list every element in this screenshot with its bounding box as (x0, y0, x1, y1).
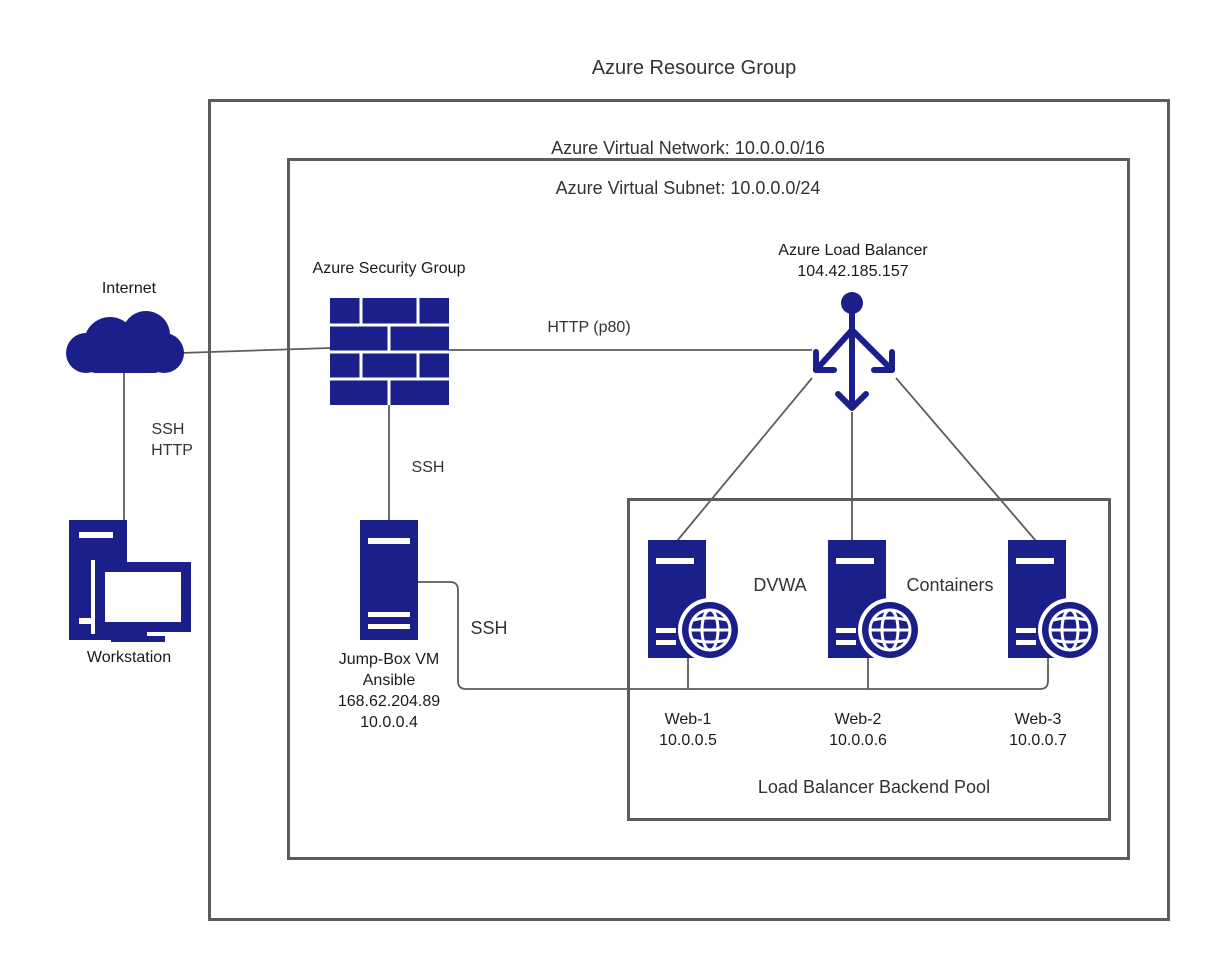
server-icon (360, 520, 418, 640)
edge-internet-firewall (179, 347, 331, 354)
web2-ip: 10.0.0.6 (829, 732, 887, 749)
web-server-icon (828, 540, 922, 662)
jumpbox-role: Ansible (362, 672, 416, 689)
edge-lb-web1 (676, 377, 813, 542)
edge-label-ssh-jumpbox: SSH (470, 618, 508, 638)
load-balancer-ip: 104.42.185.157 (797, 263, 909, 280)
web2-label: Web-2 (834, 711, 882, 728)
edge-label-ssh-firewall: SSH (411, 459, 445, 476)
edge-jumpbox-web-bus (418, 581, 1049, 690)
vnet-box (287, 158, 1130, 860)
web3-ip: 10.0.0.7 (1009, 732, 1067, 749)
jumpbox-public-ip: 168.62.204.89 (337, 693, 441, 710)
workstation-icon (69, 520, 191, 642)
edge-label-http-internet: HTTP (151, 442, 193, 459)
resource-group-box (208, 99, 1170, 921)
load-balancer-label: Azure Load Balancer (778, 242, 928, 259)
workstation-label: Workstation (86, 649, 172, 666)
web1-ip: 10.0.0.5 (659, 732, 717, 749)
edge-label-ssh-internet: SSH (151, 421, 185, 438)
edge-label-http-p80: HTTP (p80) (547, 319, 631, 336)
web-server-icon (1008, 540, 1102, 662)
dvwa-annotation: DVWA (753, 575, 807, 595)
jumpbox-private-ip: 10.0.0.4 (360, 714, 418, 731)
edge-lb-web3 (895, 377, 1037, 542)
web-server-icon (648, 540, 742, 662)
resource-group-title: Azure Resource Group (591, 57, 797, 79)
jumpbox-name: Jump-Box VM (338, 651, 440, 668)
vnet-title: Azure Virtual Network: 10.0.0.0/16 (551, 138, 825, 158)
load-balancer-icon (813, 292, 895, 411)
containers-annotation: Containers (906, 575, 994, 595)
web3-label: Web-3 (1014, 711, 1062, 728)
web1-label: Web-1 (664, 711, 712, 728)
firewall-icon (330, 298, 449, 405)
backend-pool-title: Load Balancer Backend Pool (757, 777, 991, 797)
cloud-icon (66, 311, 184, 373)
security-group-label: Azure Security Group (312, 260, 466, 277)
internet-label: Internet (101, 280, 157, 297)
subnet-title: Azure Virtual Subnet: 10.0.0.0/24 (555, 178, 821, 198)
backend-pool-box (627, 498, 1111, 821)
